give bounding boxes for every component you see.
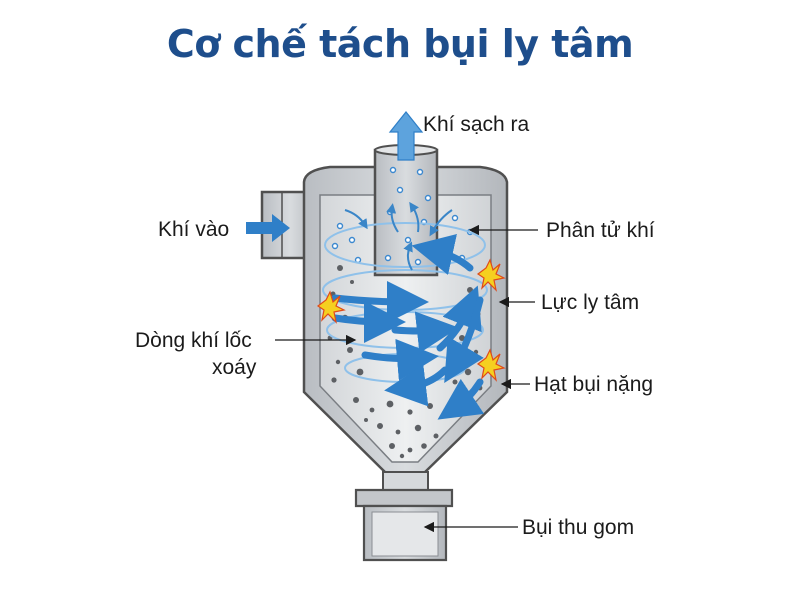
label-collected-dust: Bụi thu gom	[522, 516, 634, 539]
label-vortex-line2: xoáy	[212, 356, 257, 379]
impact-bursts	[316, 258, 506, 382]
vortex-arrows	[331, 233, 485, 420]
label-clean-air-out: Khí sạch ra	[423, 113, 530, 136]
label-vortex-line1: Dòng khí lốc	[135, 329, 252, 352]
page-title: Cơ chế tách bụi ly tâm	[166, 22, 634, 66]
inflow-swirl-arrows	[344, 201, 453, 271]
outlet-pipe	[373, 144, 439, 277]
clean-air-arrow	[388, 111, 424, 161]
label-gas-molecules: Phân tử khí	[546, 219, 655, 242]
inlet-arrow	[246, 214, 290, 242]
dust-bin	[354, 488, 454, 562]
label-heavy-dust: Hạt bụi nặng	[534, 373, 653, 396]
label-centrifugal-force: Lực ly tâm	[541, 291, 639, 314]
label-air-in: Khí vào	[158, 218, 229, 241]
leader-lines	[275, 224, 538, 533]
